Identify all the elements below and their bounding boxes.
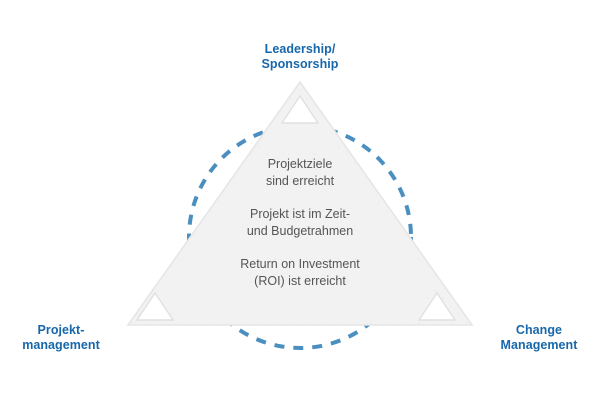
corner-label-projektmanagement: Projekt- management xyxy=(22,323,100,352)
center-statement: Projekt ist im Zeit- und Budgetrahmen xyxy=(246,207,354,238)
corner-triangle-apex-icon xyxy=(280,94,320,124)
center-statement: Return on Investment (ROI) ist erreicht xyxy=(240,257,360,288)
corner-triangle-bottom-left-icon xyxy=(135,291,175,321)
corner-label-change-management: Change Management xyxy=(500,323,578,352)
center-statement: Projektziele sind erreicht xyxy=(265,157,335,188)
main-triangle xyxy=(126,80,474,326)
corner-label-leadership-sponsorship: Leadership/ Sponsorship xyxy=(261,42,339,71)
center-statement-list: Projektziele sind erreicht Projekt ist i… xyxy=(180,156,420,289)
corner-triangle-bottom-right-icon xyxy=(417,291,457,321)
